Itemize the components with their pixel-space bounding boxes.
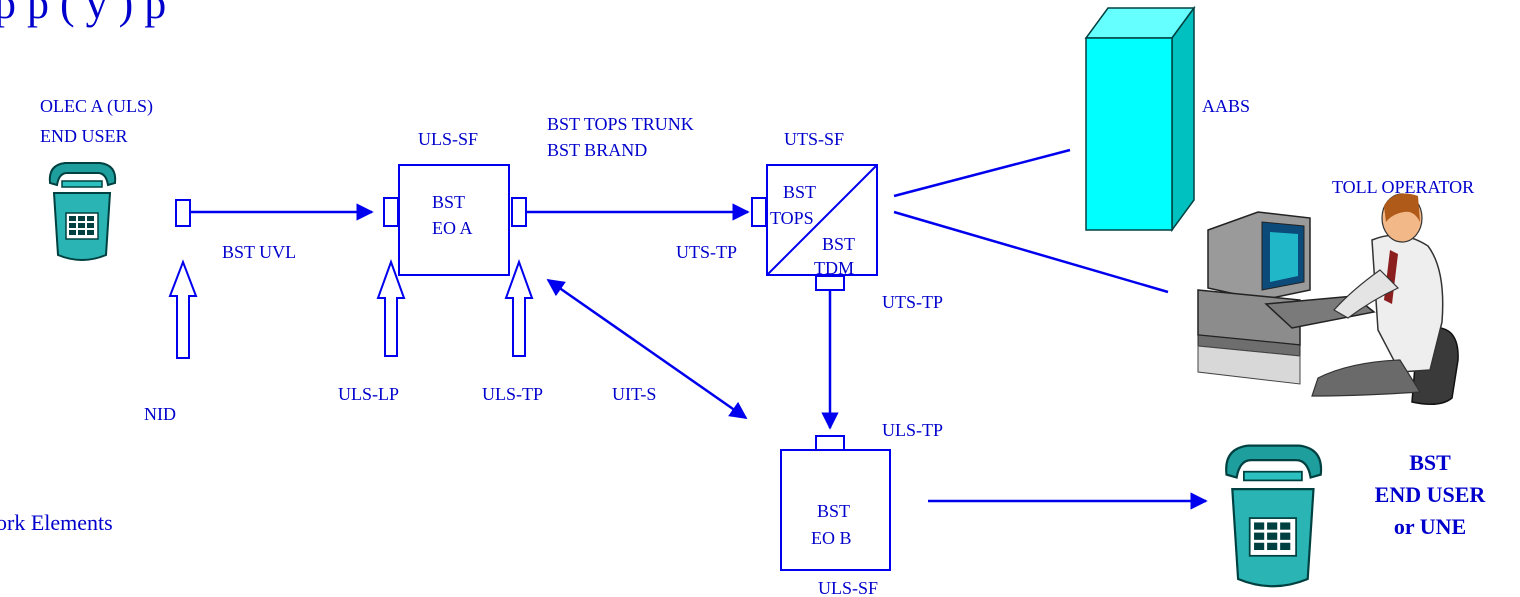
aabs-server-icon bbox=[1086, 8, 1194, 230]
nid-pointer-arrow bbox=[170, 262, 196, 358]
page-title-fragment: p p ( y ) p bbox=[0, 0, 166, 28]
uts-tp-left-label: UTS-TP bbox=[676, 242, 737, 262]
uls-tp-left-label: ULS-TP bbox=[482, 384, 543, 404]
computer-operator-icon bbox=[1198, 194, 1458, 405]
tdm-bottom-port bbox=[816, 276, 844, 290]
bst-end-user-label-line1: BST bbox=[1409, 450, 1451, 475]
bst-end-user-label-line3: or UNE bbox=[1394, 514, 1466, 539]
eo-a-right-port bbox=[512, 198, 526, 226]
bst-eo-b-label-line2: EO B bbox=[811, 528, 852, 548]
nid-terminal bbox=[176, 200, 190, 226]
eo-a-left-port bbox=[384, 198, 398, 226]
uls-tp-bottom-label: ULS-TP bbox=[882, 420, 943, 440]
bst-tops-label-line2: TOPS bbox=[770, 208, 814, 228]
olec-end-user-label-line2: END USER bbox=[40, 126, 128, 146]
tops-trunk-label-line1: BST TOPS TRUNK bbox=[547, 114, 694, 134]
bst-end-user-label-line2: END USER bbox=[1375, 482, 1487, 507]
tops-to-aabs-link bbox=[894, 150, 1070, 196]
tops-left-port bbox=[752, 198, 766, 226]
telephone-icon bbox=[50, 163, 115, 260]
bst-tdm-label-line1: BST bbox=[822, 234, 855, 254]
uit-s-label: UIT-S bbox=[612, 384, 656, 404]
uls-lp-pointer-arrow bbox=[378, 262, 404, 356]
network-elements-caption: ork Elements bbox=[0, 510, 113, 535]
tops-trunk-label-line2: BST BRAND bbox=[547, 140, 647, 160]
telephone-icon bbox=[1226, 446, 1321, 587]
uts-tp-right-label: UTS-TP bbox=[882, 292, 943, 312]
uts-sf-label: UTS-SF bbox=[784, 129, 844, 149]
bst-uvl-label: BST UVL bbox=[222, 242, 296, 262]
olec-end-user-label-line1: OLEC A (ULS) bbox=[40, 96, 153, 117]
bst-eo-b-label-line1: BST bbox=[817, 501, 850, 521]
bst-tops-label-line1: BST bbox=[783, 182, 816, 202]
uls-sf-top-label: ULS-SF bbox=[418, 129, 478, 149]
eo-b-top-port bbox=[816, 436, 844, 450]
bst-eo-a-label-line2: EO A bbox=[432, 218, 473, 238]
aabs-label: AABS bbox=[1202, 96, 1250, 116]
uls-lp-label: ULS-LP bbox=[338, 384, 399, 404]
uls-tp-pointer-arrow bbox=[506, 262, 532, 356]
uls-sf-bottom-label: ULS-SF bbox=[818, 578, 878, 597]
bst-eo-a-label-line1: BST bbox=[432, 192, 465, 212]
nid-label: NID bbox=[144, 404, 176, 424]
